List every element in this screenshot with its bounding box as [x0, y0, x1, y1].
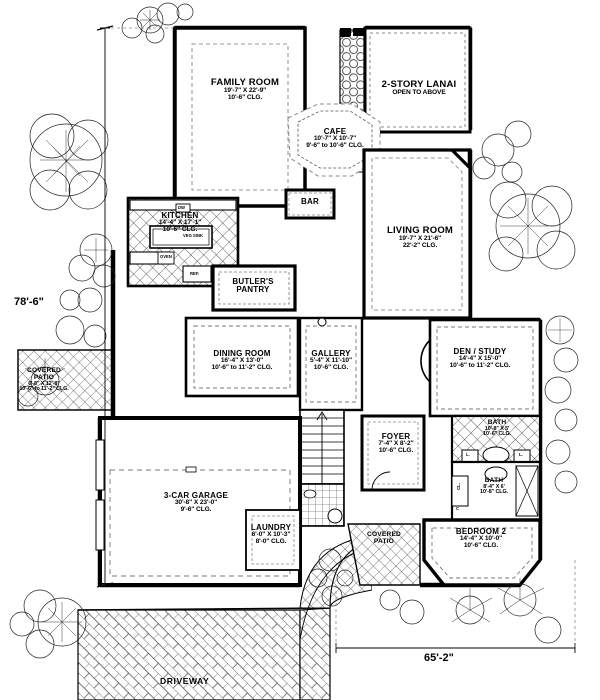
fixture-label-cooktop: VEG SINK: [183, 233, 204, 238]
powder-room: [299, 483, 345, 527]
bar-area: [284, 188, 336, 220]
two-story-lanai-area: [339, 26, 472, 143]
shrub-right-lower: [544, 315, 579, 494]
foyer-area: [360, 414, 426, 492]
den-study-area: [420, 318, 542, 418]
overall-depth-dimension: 78'-6": [14, 296, 44, 308]
tree-left: [29, 113, 109, 211]
cafe-area: [287, 103, 381, 177]
shrub-left-mid: [55, 233, 116, 348]
palm-bottom-right: [379, 578, 562, 644]
overall-width-dimension: 65'-2": [424, 652, 454, 664]
laundry-area: [245, 509, 301, 571]
dimension-extension-lines: [100, 27, 576, 648]
shrub-bottom-left: [9, 589, 87, 659]
fixture-label-wc: C: [456, 506, 460, 511]
shrub-right-upper: [472, 120, 532, 183]
fixture-label-oven: OVEN: [160, 254, 172, 259]
fixture-label-fridge: REF.: [190, 271, 200, 276]
driveway-label: DRIVEWAY: [160, 676, 210, 686]
family-room-area: [173, 26, 307, 208]
dining-room-area: [184, 316, 300, 398]
gallery-area: [298, 316, 364, 412]
bath-2-area: [450, 460, 542, 522]
living-room-area: [362, 148, 472, 320]
fixture-label-linen-left: L.: [466, 452, 470, 457]
shrub-entry: [308, 548, 354, 607]
tree-right: [488, 181, 576, 272]
bedroom-2-area: [422, 518, 542, 587]
fixture-label-linen-right: L.: [519, 452, 523, 457]
palm-left-patio: [17, 358, 66, 407]
driveway-area: [77, 607, 331, 700]
landscaping: [9, 2, 579, 659]
covered-patio-right-area: [347, 523, 421, 586]
stair: [299, 409, 345, 485]
covered-patio-left-area: [17, 349, 114, 411]
fixture-label-closet: CL.: [455, 483, 461, 490]
fixture-label-dishwasher: DW: [178, 205, 185, 210]
butlers-pantry-area: [211, 264, 297, 312]
